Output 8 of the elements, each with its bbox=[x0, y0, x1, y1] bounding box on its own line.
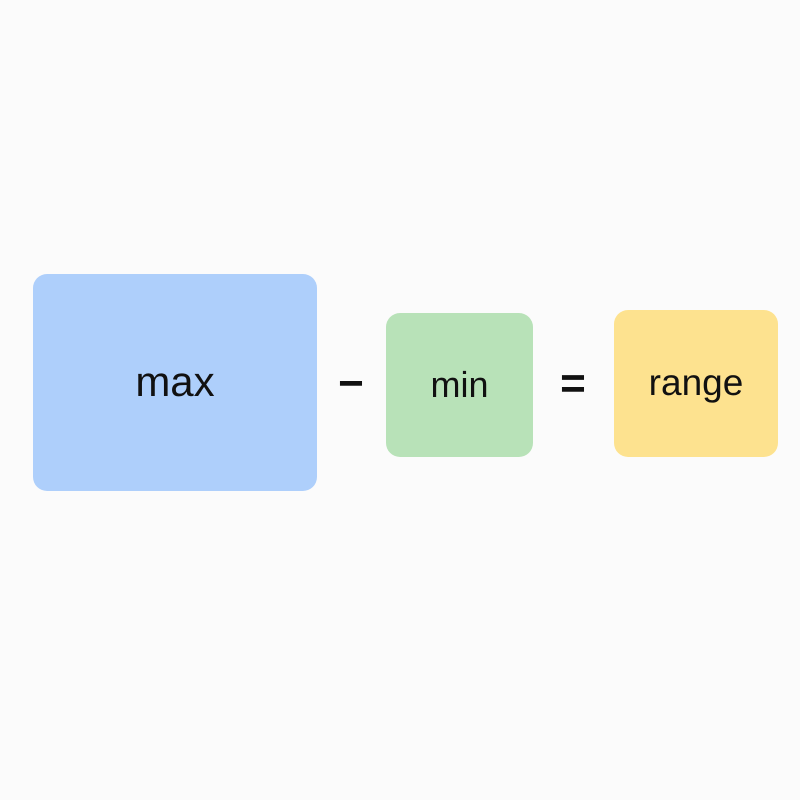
term-label: min bbox=[430, 365, 488, 405]
term-box bbox=[386, 313, 533, 457]
operator-sign: = bbox=[559, 362, 587, 406]
term-label: max bbox=[135, 359, 215, 406]
operator-sign: − bbox=[337, 362, 365, 406]
term-label: range bbox=[648, 363, 744, 404]
term-box bbox=[614, 310, 778, 457]
term-box bbox=[33, 274, 317, 491]
